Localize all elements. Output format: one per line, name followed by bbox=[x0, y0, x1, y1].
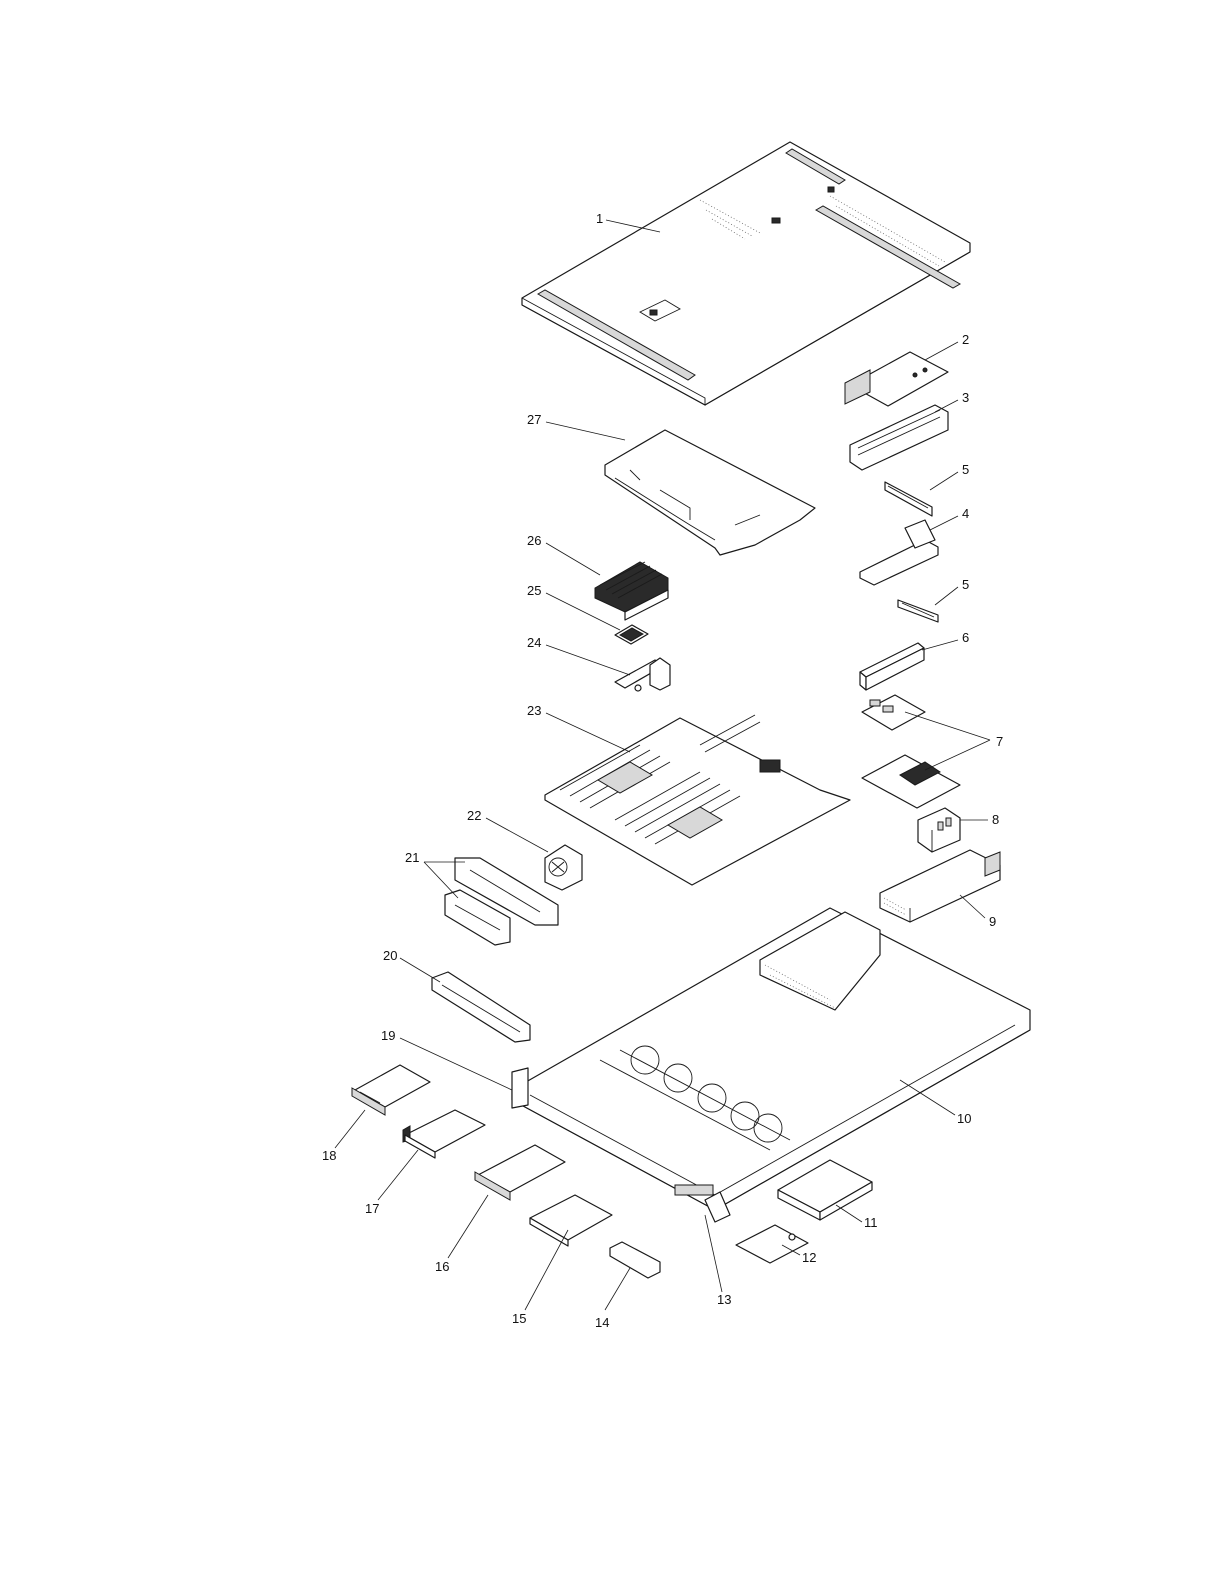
callout-19: 19 bbox=[381, 1028, 395, 1043]
part-dimm bbox=[860, 643, 924, 690]
callout-8: 8 bbox=[992, 812, 999, 827]
part-power-bay bbox=[918, 808, 960, 852]
part-system-board bbox=[545, 715, 850, 885]
callout-27: 27 bbox=[527, 412, 541, 427]
part-backplane-assembly bbox=[445, 858, 558, 945]
part-hard-drive-17 bbox=[403, 1110, 485, 1158]
part-hard-drive-15 bbox=[530, 1195, 612, 1246]
callout-6: 6 bbox=[962, 630, 969, 645]
callout-26: 26 bbox=[527, 533, 541, 548]
callout-13: 13 bbox=[717, 1292, 731, 1307]
callout-15: 15 bbox=[512, 1311, 526, 1326]
callout-5-lower: 5 bbox=[962, 577, 969, 592]
part-processor bbox=[615, 625, 648, 644]
callout-17: 17 bbox=[365, 1201, 379, 1216]
callout-3: 3 bbox=[962, 390, 969, 405]
part-backplane bbox=[432, 972, 530, 1042]
part-power-supply bbox=[880, 850, 1000, 922]
callout-7: 7 bbox=[996, 734, 1003, 749]
part-riser-cage-2 bbox=[860, 520, 938, 585]
part-ethernet-adapters bbox=[862, 695, 960, 808]
callout-20: 20 bbox=[383, 948, 397, 963]
part-hard-drive-18 bbox=[352, 1065, 430, 1115]
callout-23: 23 bbox=[527, 703, 541, 718]
part-chassis bbox=[512, 908, 1030, 1210]
part-heat-sink bbox=[595, 562, 668, 620]
callout-14: 14 bbox=[595, 1315, 609, 1330]
part-fan bbox=[545, 845, 582, 890]
callout-25: 25 bbox=[527, 583, 541, 598]
part-retention-module bbox=[615, 658, 670, 691]
part-riser-cage-1 bbox=[850, 405, 948, 470]
part-air-baffle bbox=[605, 430, 815, 555]
callout-16: 16 bbox=[435, 1259, 449, 1274]
part-adapter bbox=[845, 352, 948, 406]
callout-22: 22 bbox=[467, 808, 481, 823]
callout-12: 12 bbox=[802, 1250, 816, 1265]
part-hard-drive-16 bbox=[475, 1145, 565, 1200]
part-bay-filler bbox=[610, 1242, 660, 1278]
callout-1: 1 bbox=[596, 211, 603, 226]
callout-4: 4 bbox=[962, 506, 969, 521]
callout-5-upper: 5 bbox=[962, 462, 969, 477]
callout-21: 21 bbox=[405, 850, 419, 865]
callout-24: 24 bbox=[527, 635, 541, 650]
callout-18: 18 bbox=[322, 1148, 336, 1163]
callout-9: 9 bbox=[989, 914, 996, 929]
callout-10: 10 bbox=[957, 1111, 971, 1126]
part-bracket-lower bbox=[898, 600, 938, 622]
part-optical-drive bbox=[778, 1160, 872, 1220]
part-drive-filler bbox=[736, 1225, 808, 1263]
callout-2: 2 bbox=[962, 332, 969, 347]
callout-11: 11 bbox=[864, 1215, 878, 1230]
part-bracket-top bbox=[885, 482, 932, 516]
